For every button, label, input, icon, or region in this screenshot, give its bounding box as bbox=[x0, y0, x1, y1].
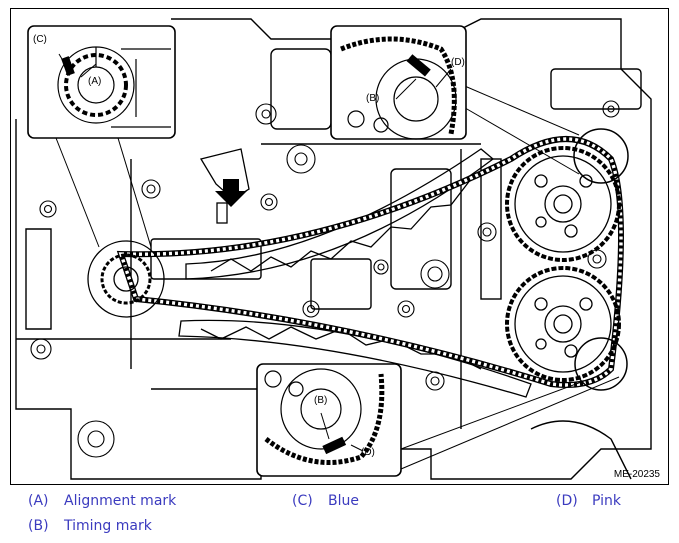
legend-item-b: (B) Timing mark bbox=[28, 518, 152, 534]
upper-cam-detail-inset: (D) (B) bbox=[330, 25, 467, 140]
callout-a-crank: (A) bbox=[88, 76, 101, 87]
legend-text-a: Alignment mark bbox=[64, 493, 177, 509]
diagram-drawing: (C) (A) (D) (B) (B) (D) bbox=[15, 18, 652, 480]
leader-lines bbox=[55, 83, 620, 470]
legend-item-d: (D) Pink bbox=[556, 493, 621, 509]
legend-text-d: Pink bbox=[592, 493, 622, 509]
legend-text-b: Timing mark bbox=[64, 518, 152, 534]
lower-cam-detail-inset: (B) (D) bbox=[256, 363, 402, 477]
crankshaft-sprocket bbox=[87, 240, 165, 318]
callout-d-upper: (D) bbox=[451, 57, 465, 68]
engine-timing-diagram: (C) (A) (D) (B) (B) (D) ME-20235 bbox=[10, 8, 669, 485]
lower-chain-guide bbox=[178, 319, 532, 398]
crank-detail-inset: (C) (A) bbox=[27, 25, 176, 139]
legend-code-c: (C) bbox=[292, 493, 313, 509]
callout-b-upper: (B) bbox=[366, 93, 379, 104]
upper-cam-highlight-circle bbox=[573, 128, 629, 184]
legend-text-c: Blue bbox=[328, 493, 359, 509]
legend-code-a: (A) bbox=[28, 493, 49, 509]
lower-cam-highlight-circle bbox=[574, 337, 628, 391]
bolts bbox=[30, 100, 620, 458]
legend-code-d: (D) bbox=[556, 493, 578, 509]
legend-item-c: (C) Blue bbox=[292, 493, 359, 509]
figure-code: ME-20235 bbox=[613, 469, 660, 480]
timing-chain bbox=[116, 136, 624, 388]
lower-cam-sprocket bbox=[505, 266, 621, 382]
upper-chain-guide bbox=[185, 148, 495, 280]
callout-d-lower: (D) bbox=[361, 447, 375, 458]
upper-cam-sprocket bbox=[505, 146, 621, 262]
legend-code-b: (B) bbox=[28, 518, 49, 534]
legend-item-a: (A) Alignment mark bbox=[28, 493, 176, 509]
direction-arrow-icon bbox=[215, 179, 247, 207]
callout-b-lower: (B) bbox=[314, 395, 327, 406]
callout-c-crank: (C) bbox=[33, 34, 47, 45]
